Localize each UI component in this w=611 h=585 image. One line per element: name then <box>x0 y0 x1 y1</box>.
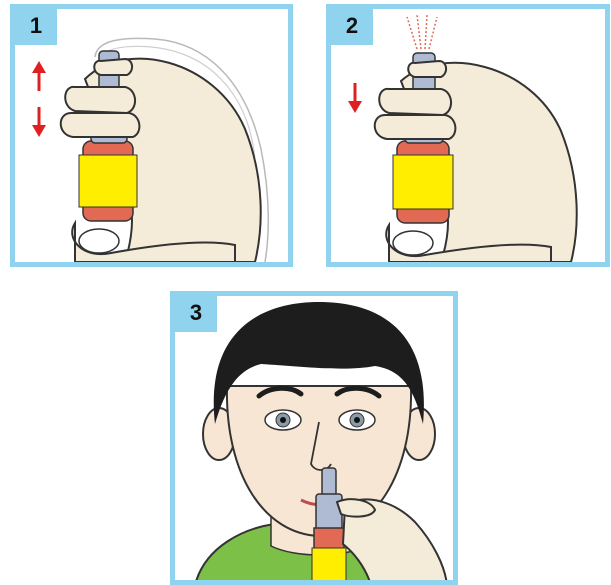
finger <box>375 115 456 139</box>
finger <box>379 89 451 115</box>
thumbnail <box>393 231 433 255</box>
step-1-illustration <box>15 9 288 262</box>
step-number-badge: 2 <box>331 9 373 45</box>
up-arrow-icon <box>32 61 46 91</box>
thumbnail <box>79 229 119 253</box>
step-3-illustration <box>175 296 453 585</box>
finger <box>61 113 140 137</box>
finger <box>408 61 446 77</box>
step-2-illustration <box>331 9 605 262</box>
spray-mist-icon <box>407 15 437 49</box>
eye <box>265 410 301 430</box>
down-arrow-icon <box>32 107 46 137</box>
finger <box>65 87 135 113</box>
step-3-panel: 3 <box>170 291 458 585</box>
step-number-badge: 3 <box>175 296 217 332</box>
step-1-panel: 1 <box>10 4 293 267</box>
step-number-badge: 1 <box>15 9 57 45</box>
step-2-panel: 2 <box>326 4 610 267</box>
down-arrow-icon <box>348 83 362 113</box>
finger <box>94 59 132 75</box>
eye <box>339 410 375 430</box>
